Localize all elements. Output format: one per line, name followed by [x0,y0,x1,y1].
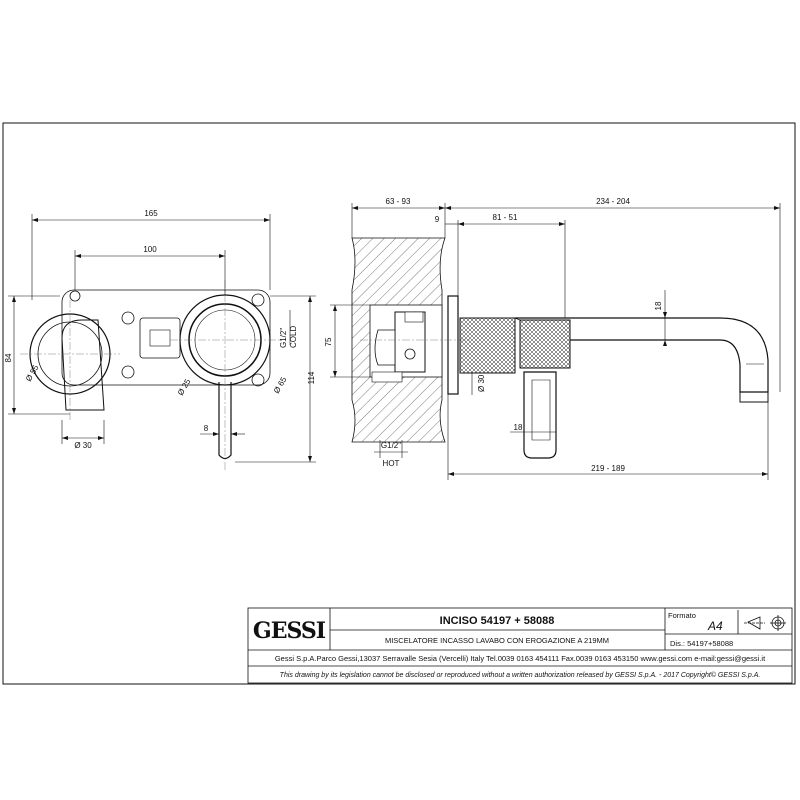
dim-spacer: 9 [435,215,440,224]
dim-114: 114 [307,371,316,384]
left-lever [61,319,105,411]
wall-rosette [447,295,459,395]
front-view-arrows [12,218,312,462]
legal-notice: This drawing by its legislation cannot b… [280,671,761,679]
dim-overall-width: 165 [144,209,158,218]
dim-projection: 219 - 189 [591,464,625,473]
dim-lever-hub-diameter: Ø 30 [74,441,92,450]
label-cold: COLD [289,326,298,348]
screw-top-right [251,293,265,307]
knurled-body [459,317,516,374]
dim-plate-diameter: Ø 65 [272,375,289,395]
product-description: MISCELATORE INCASSO LAVABO CON EROGAZION… [385,636,609,645]
dim-front-height: 84 [4,353,13,362]
format-label: Formato [668,611,696,620]
front-view [20,280,280,470]
dim-box-height: 75 [324,337,333,346]
brand-logo: GESSI [253,618,326,644]
dim-lever-thickness: 18 [514,423,523,432]
screw-top-left [121,311,135,325]
connection-block [139,317,181,359]
dim-hot-thread: G1/2" [381,441,401,450]
product-title: INCISO 54197 + 58088 [440,615,555,627]
dim-spout-total: 234 - 204 [596,197,630,206]
side-view [351,237,769,459]
dim-hub-diameter: Ø 30 [477,374,486,392]
dim-wall-depth: 63 - 93 [386,197,411,206]
side-view-dimensions [330,203,781,480]
dim-center-distance: 100 [143,245,157,254]
title-block [247,607,793,684]
side-lever [523,371,557,459]
dim-knurl-length: 81 - 51 [493,213,518,222]
dim-diameter-25: Ø 25 [176,377,193,397]
format-value: A4 [707,619,723,633]
projection-symbol-icon [744,615,786,631]
dim-lever-width: 8 [204,424,209,433]
screw-bottom-left [121,365,135,379]
drawing-number: Dis.: 54197+58088 [670,639,733,648]
mounting-plate [61,289,271,386]
dim-knob-diameter: Ø 55 [24,363,41,383]
screw-top-mid [69,290,81,302]
spout-tip [739,391,769,403]
screw-bottom-right [251,373,265,387]
label-hot: HOT [383,459,400,468]
dim-spout-thickness: 18 [654,301,663,310]
company-address: Gessi S.p.A.Parco Gessi,13037 Serravalle… [275,654,766,663]
dim-cold-thread: G1/2" [279,328,288,348]
front-view-dimensions [8,214,316,463]
drawing-frame [2,122,796,685]
knurled-body-2 [519,319,571,369]
